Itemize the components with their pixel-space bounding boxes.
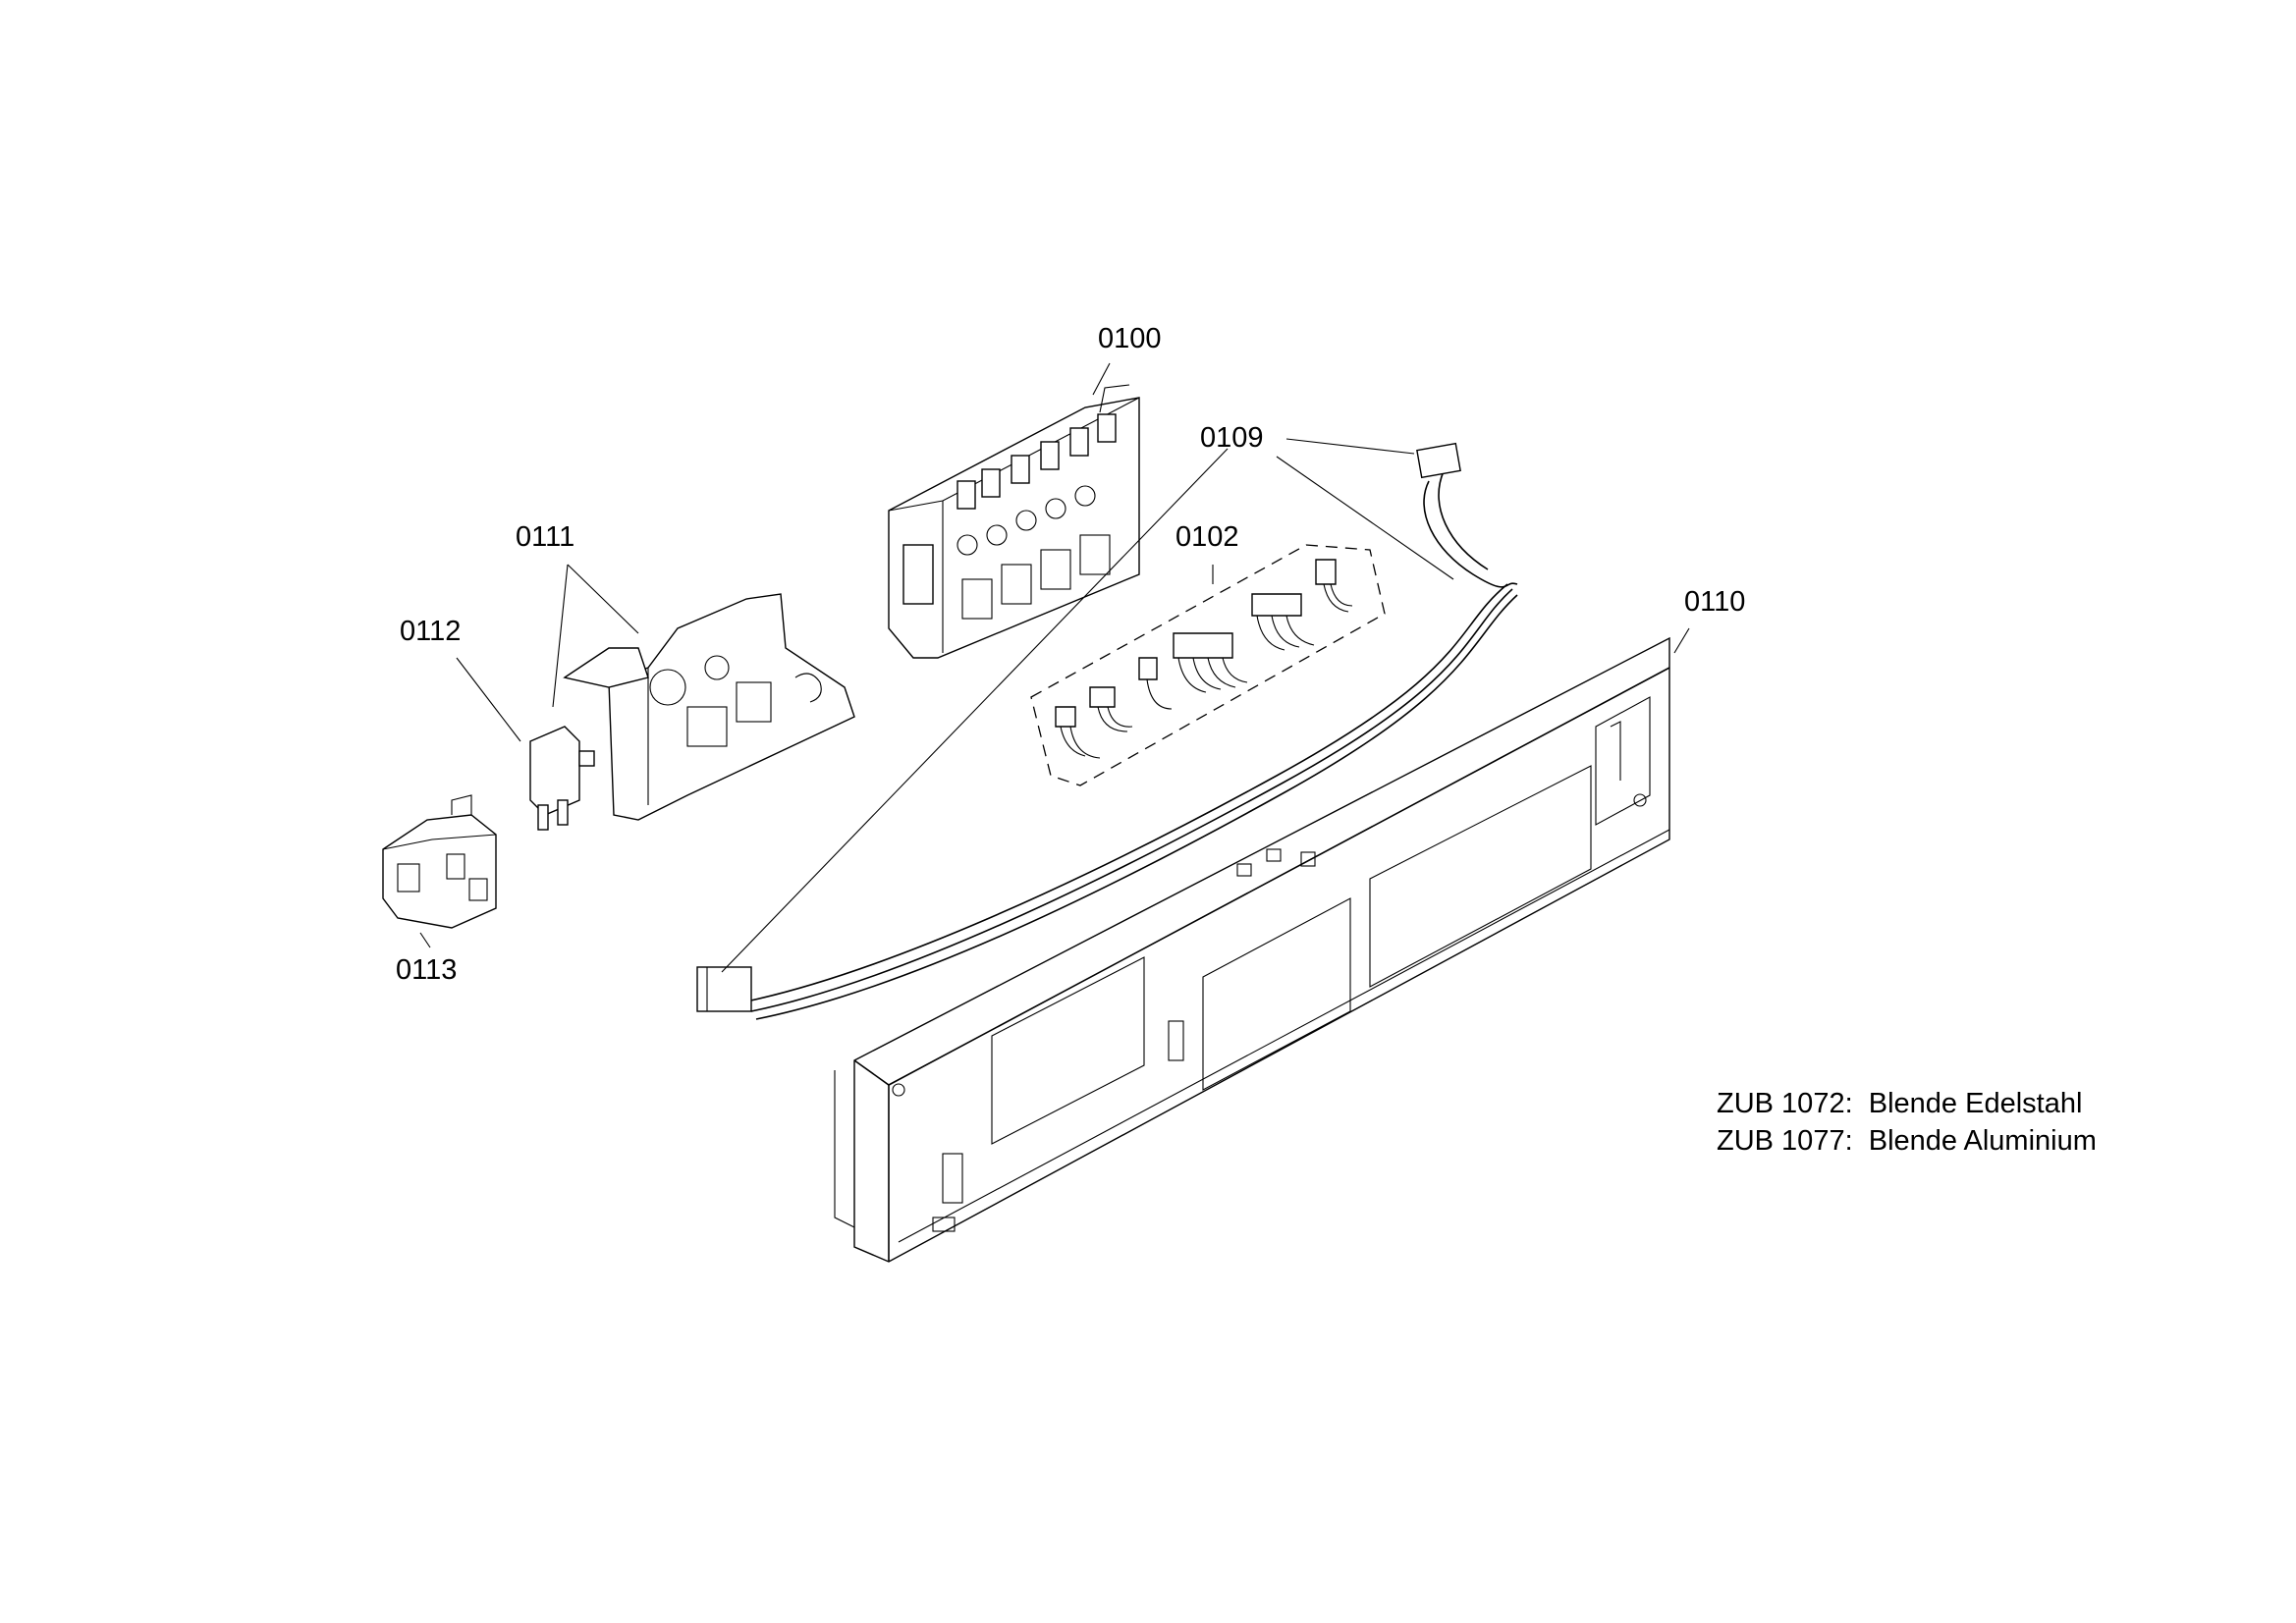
connector-set-part-0102 [1030,544,1386,786]
callout-0100: 0100 [1098,323,1162,354]
switch-housing-part-0111 [563,593,855,821]
callout-0110: 0110 [1684,586,1745,618]
control-panel-frame-part-0110 [834,636,1670,1263]
callout-0109: 0109 [1200,422,1264,454]
callout-0113: 0113 [396,954,457,986]
callout-0111: 0111 [516,521,574,553]
cable-harness-part-0109 [696,442,1518,1020]
control-module-part-0100 [888,384,1140,659]
callout-0102: 0102 [1175,521,1239,553]
relay-part-0113 [382,794,497,929]
callout-0112: 0112 [400,616,461,647]
accessory-note-aluminium: ZUB 1077: Blende Aluminium [1717,1125,2097,1157]
leader-lines [419,362,1690,973]
micro-switch-part-0112 [529,726,595,831]
accessory-note-edelstahl: ZUB 1072: Blende Edelstahl [1717,1088,2083,1119]
